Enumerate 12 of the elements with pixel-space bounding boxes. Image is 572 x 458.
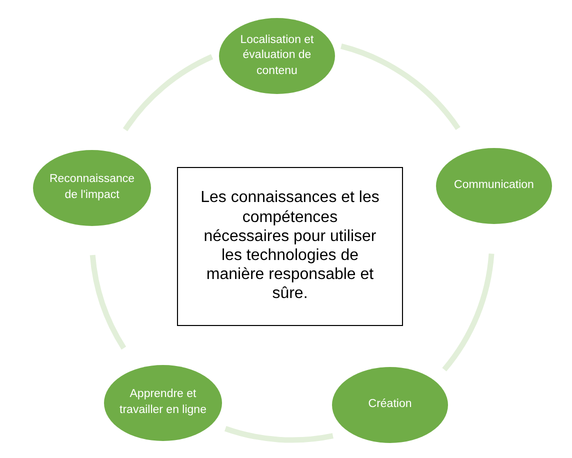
connector-arc — [442, 253, 494, 372]
node-text: Reconnaissance de l'impact — [48, 172, 136, 203]
node-text: Localisation et évaluation de contenu — [239, 32, 315, 79]
node-text: Apprendre et travailler en ligne — [118, 387, 208, 418]
central-text-box — [177, 166, 403, 326]
node-text: Création — [368, 397, 412, 412]
connector-arc — [224, 426, 334, 443]
connector-arc — [123, 54, 214, 132]
node-text: Les connaissances et les compétences nécessaires pour utiliser les technologies de manière responsable et sûre. — [200, 188, 380, 304]
connector-arc — [340, 44, 460, 130]
node-text: Communication — [454, 178, 534, 194]
connector-arc — [90, 254, 126, 350]
